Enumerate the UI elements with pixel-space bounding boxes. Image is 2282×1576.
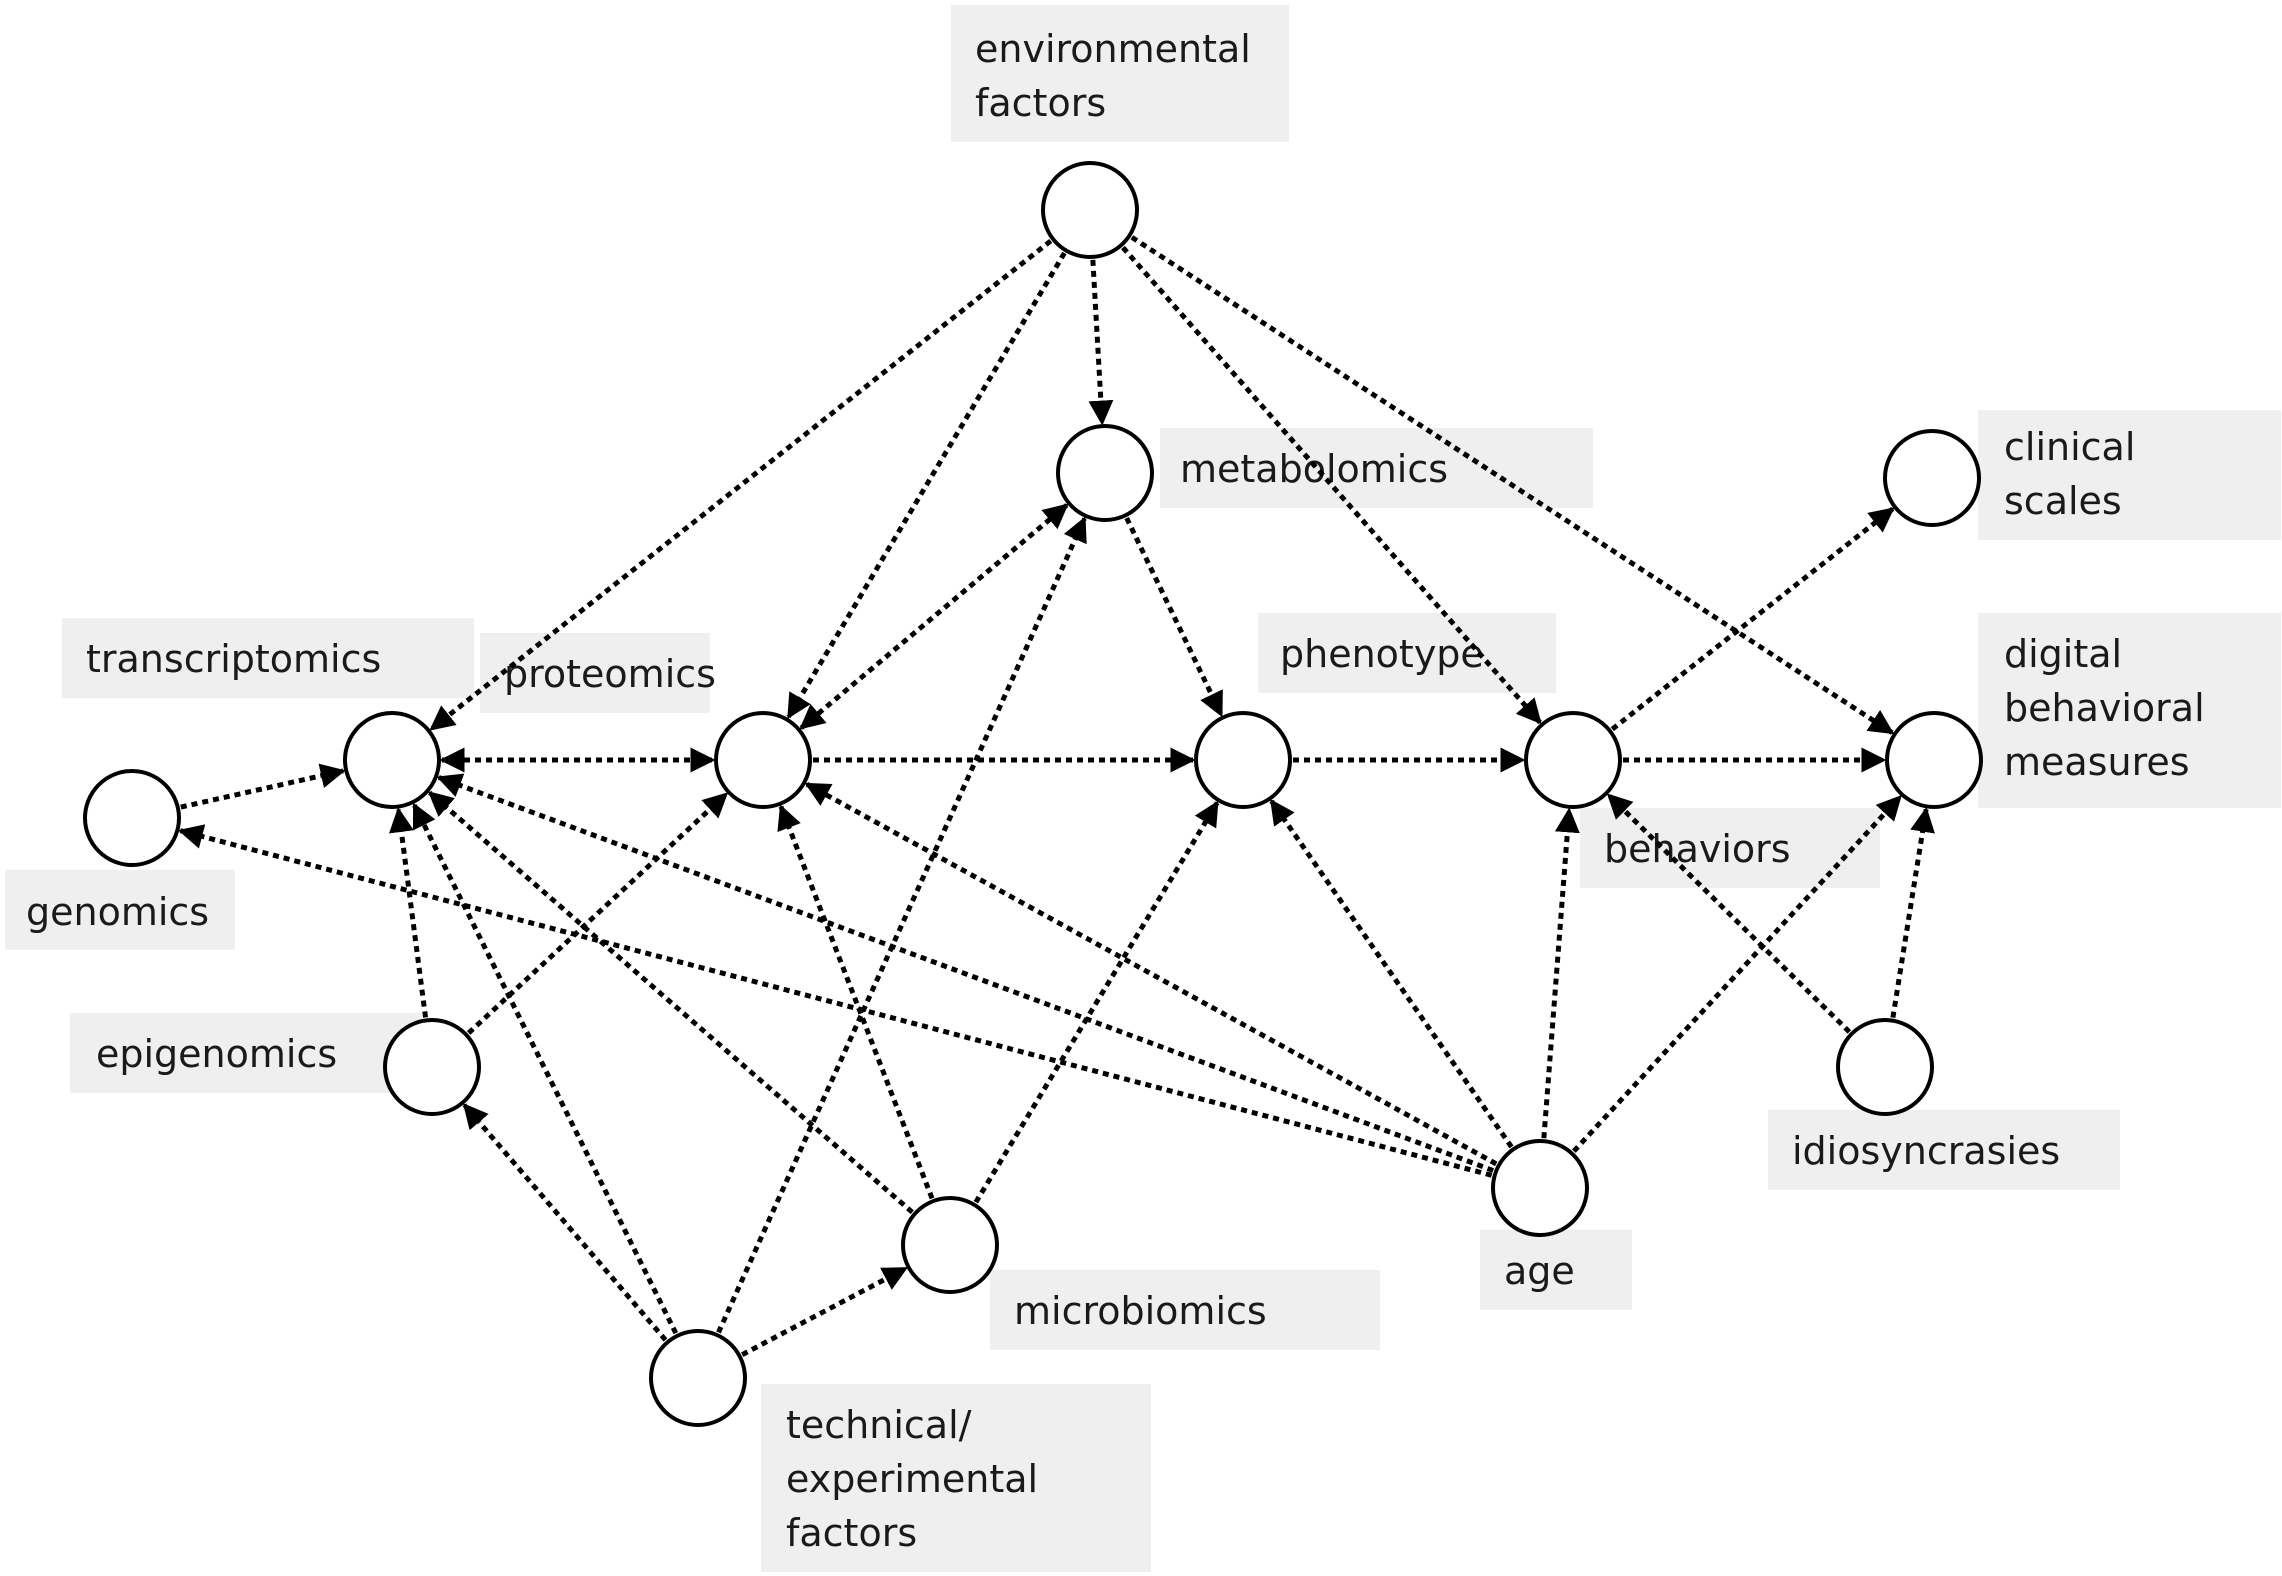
- behaviors-label: behaviors: [1580, 808, 1880, 888]
- edge-idiosyncrasies-to-behaviors: [1606, 793, 1852, 1034]
- digital-label-text: digital: [2004, 632, 2122, 676]
- behaviors-node: [1524, 711, 1622, 809]
- behaviors-label-text: behaviors: [1604, 827, 1791, 871]
- environmental-label-background: [951, 5, 1289, 142]
- edge-age-to-behaviors: [1541, 807, 1580, 1139]
- epigenomics-label-background: [70, 1013, 422, 1093]
- transcriptomics-node: [343, 711, 441, 809]
- age-node: [1491, 1139, 1589, 1237]
- transcriptomics-label: transcriptomics: [62, 618, 474, 698]
- genomics-node: [83, 769, 181, 867]
- environmental-label-text: factors: [975, 81, 1106, 125]
- microbiomics-node: [901, 1196, 999, 1294]
- digital-node: [1885, 711, 1983, 809]
- edge-genomics-to-transcriptomics: [180, 763, 346, 810]
- proteomics-label: proteomics: [480, 633, 716, 713]
- technical-label: technical/experimental factors: [761, 1384, 1151, 1572]
- edge-age-to-digital: [1572, 794, 1902, 1153]
- technical-node: [649, 1329, 747, 1427]
- edge-environmental-to-metabolomics: [1088, 259, 1114, 426]
- transcriptomics-label-background: [62, 618, 474, 698]
- edge-metabolomics-to-phenotype: [1124, 516, 1224, 718]
- phenotype-label-text: phenotype: [1280, 632, 1484, 676]
- idiosyncrasies-label-background: [1768, 1110, 2120, 1190]
- idiosyncrasies-node: [1836, 1018, 1934, 1116]
- clinical-label-text: clinical: [2004, 425, 2135, 469]
- digital-label-text: measures: [2004, 740, 2190, 784]
- metabolomics-label: metabolomics: [1160, 428, 1593, 508]
- age-label: age: [1480, 1230, 1632, 1310]
- edge-environmental-to-digital: [1130, 235, 1895, 735]
- transcriptomics-label-text: transcriptomics: [86, 637, 381, 681]
- epigenomics-label: epigenomics: [70, 1013, 422, 1093]
- age-label-background: [1480, 1230, 1632, 1310]
- metabolomics-node: [1056, 424, 1154, 522]
- edge-microbiomics-to-phenotype: [973, 800, 1220, 1204]
- proteomics-label-text: proteomics: [504, 652, 716, 696]
- phenotype-label: phenotype: [1258, 613, 1556, 693]
- edge-age-to-phenotype: [1269, 799, 1514, 1149]
- digital-label-text: behavioral: [2004, 686, 2205, 730]
- edge-idiosyncrasies-to-digital: [1890, 806, 1935, 1019]
- age-label-text: age: [1504, 1249, 1575, 1293]
- edge-microbiomics-to-transcriptomics: [427, 790, 914, 1215]
- technical-label-text: experimental: [786, 1457, 1038, 1501]
- edge-age-to-transcriptomics: [436, 773, 1495, 1173]
- epigenomics-node: [383, 1018, 481, 1116]
- genomics-label-text: genomics: [26, 890, 209, 934]
- clinical-node: [1883, 429, 1981, 527]
- clinical-label-background: [1978, 410, 2281, 540]
- technical-label-text: factors: [786, 1511, 917, 1555]
- edge-behaviors-to-clinical: [1610, 506, 1895, 732]
- microbiomics-label: microbiomics: [990, 1270, 1380, 1350]
- phenotype-node: [1194, 711, 1292, 809]
- environmental-label-text: environmental: [975, 27, 1251, 71]
- genomics-label-background: [5, 870, 235, 950]
- clinical-label-text: scales: [2004, 479, 2122, 523]
- edge-proteomics-to-metabolomics: [799, 503, 1069, 730]
- phenotype-label-background: [1258, 613, 1556, 693]
- technical-label-text: technical/: [786, 1403, 972, 1447]
- edge-technical-to-metabolomics: [716, 516, 1087, 1334]
- environmental-label: environmental factors: [951, 5, 1289, 142]
- metabolomics-label-text: metabolomics: [1180, 447, 1448, 491]
- edge-epigenomics-to-transcriptomics: [388, 807, 429, 1018]
- epigenomics-label-text: epigenomics: [96, 1032, 337, 1076]
- digital-label-background: [1978, 613, 2281, 808]
- edge-epigenomics-to-proteomics: [466, 792, 729, 1035]
- metabolomics-label-background: [1160, 428, 1593, 508]
- edge-microbiomics-to-proteomics: [777, 804, 935, 1200]
- proteomics-label-background: [480, 633, 710, 713]
- edge-technical-to-microbiomics: [741, 1266, 908, 1357]
- proteomics-node: [714, 711, 812, 809]
- idiosyncrasies-label-text: idiosyncrasies: [1792, 1129, 2060, 1173]
- clinical-label: clinical scales: [1978, 410, 2281, 540]
- environmental-node: [1041, 161, 1139, 259]
- microbiomics-label-text: microbiomics: [1014, 1289, 1267, 1333]
- digital-label: digital behavioral measures: [1978, 613, 2281, 808]
- edge-technical-to-epigenomics: [462, 1103, 668, 1342]
- microbiomics-label-background: [990, 1270, 1380, 1350]
- technical-label-background: [761, 1384, 1151, 1572]
- edge-environmental-to-proteomics: [786, 251, 1067, 720]
- idiosyncrasies-label: idiosyncrasies: [1768, 1110, 2120, 1190]
- edge-age-to-genomics: [177, 824, 1493, 1178]
- genomics-label: genomics: [5, 870, 235, 950]
